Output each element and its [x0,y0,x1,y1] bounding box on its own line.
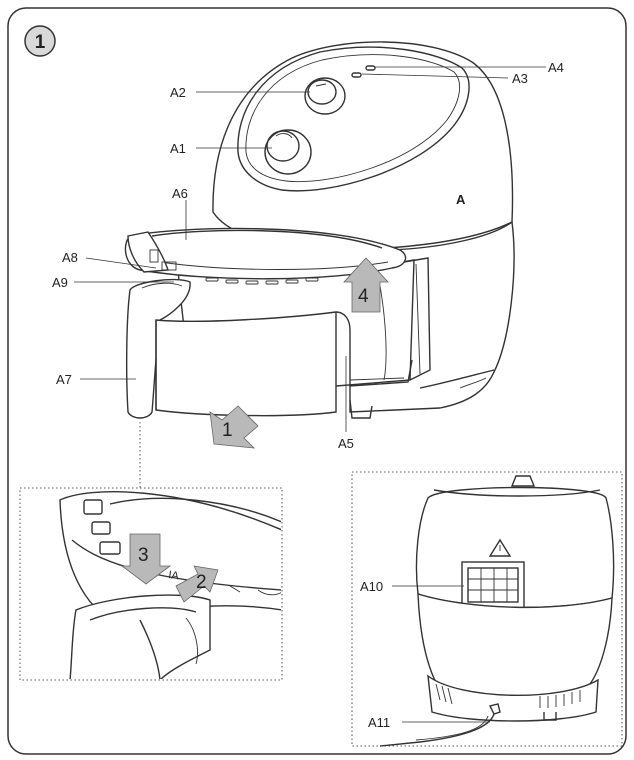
callout-a11: A11 [368,715,390,730]
detail-ia-label: IA [168,569,181,582]
power-cord [379,703,501,747]
removable-pan [155,311,337,417]
air-outlet-vent [461,561,525,609]
figure-number: 1 [35,32,46,53]
base-vents [435,683,581,708]
callout-a5: A5 [338,436,354,451]
figure-number-badge: 1 [24,25,56,57]
callout-a2: A2 [170,85,186,100]
callout-a9: A9 [52,275,68,290]
control-panel-outline [237,46,470,192]
step-number-3: 3 [138,545,149,566]
callout-a4: A4 [548,60,564,75]
callout-a6: A6 [172,186,188,201]
temperature-knob [264,129,312,175]
detail-handle [69,594,211,679]
warning-triangle-icon [488,538,512,557]
timer-knob [304,77,346,115]
outer-frame [7,7,627,755]
callout-a10: A10 [360,579,383,594]
step-arrow-3: 3 [120,533,172,585]
leader-lines-main [74,66,546,488]
step-number-2: 2 [196,572,207,593]
step-arrow-1: 1 [209,405,259,449]
step-number-1: 1 [222,420,233,441]
callout-a1: A1 [170,141,186,156]
step-number-4: 4 [358,286,369,307]
base-foot [349,399,373,419]
basket-handle [125,278,191,419]
power-indicator-light [351,72,362,78]
detail-release-view: IA 3 2 [19,487,283,681]
callout-a3: A3 [512,71,528,86]
callout-a7: A7 [56,372,72,387]
detail-back-view: A10 A11 [351,471,623,747]
callout-a8: A8 [62,250,78,265]
view-label: A [456,192,466,207]
step-arrow-2: 2 [175,565,219,603]
rim-slots [205,277,319,285]
upper-housing [212,41,514,251]
step-arrow-4: 4 [343,257,389,313]
heating-indicator-light [365,65,376,71]
